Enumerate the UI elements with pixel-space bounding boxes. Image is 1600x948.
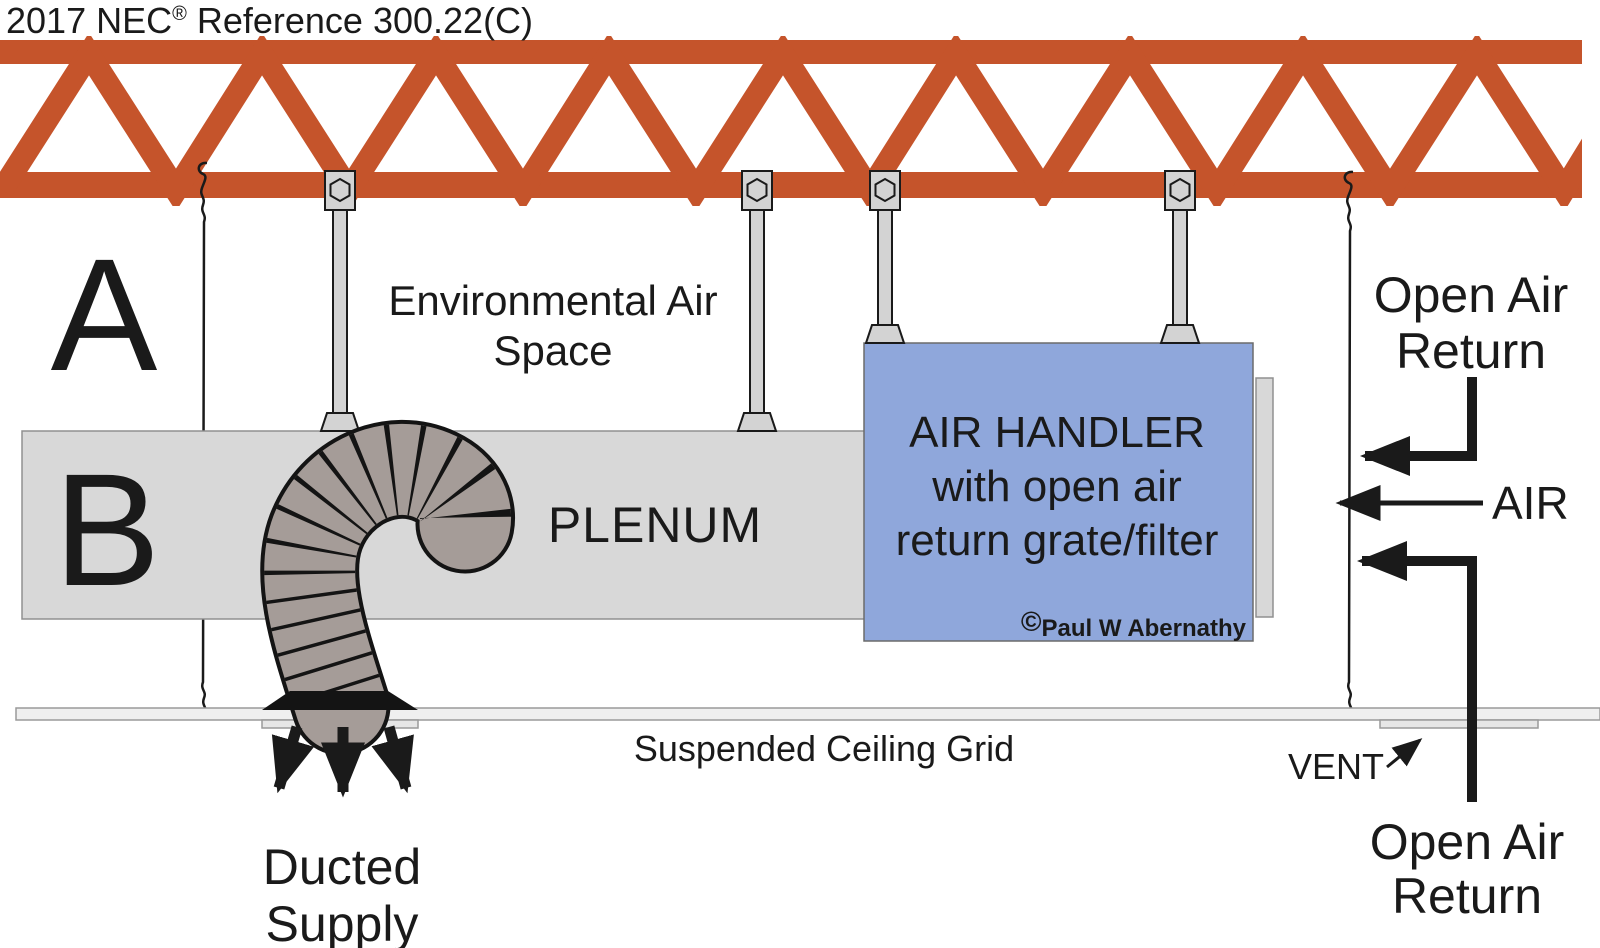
truss-bottom-chord [0, 172, 1582, 198]
duct-diffuser [262, 691, 418, 710]
hanger-rod-1 [319, 170, 361, 432]
hex-bolt-icon [1169, 177, 1191, 203]
flex-duct [260, 419, 515, 756]
plenum-label: PLENUM [548, 497, 762, 553]
hex-bolt-icon [746, 177, 768, 203]
rod [1172, 209, 1188, 326]
open-air-return-bottom-line2: Return [1392, 868, 1542, 924]
truss-web-diagonals [0, 36, 1582, 206]
right-suspension-wire [1341, 170, 1354, 720]
return-grate-filter-strip [1255, 377, 1274, 618]
vent-pointer-arrow [1386, 738, 1423, 769]
open-air-return-top-line2: Return [1396, 323, 1546, 379]
rod-foot [736, 412, 778, 432]
ducted-supply-label-line2: Supply [266, 896, 419, 948]
rod-foot [1159, 324, 1201, 344]
page-title: 2017 NEC® Reference 300.22(C) [6, 0, 533, 41]
hex-bolt-icon [874, 177, 896, 203]
air-handler-label-line2: with open air [931, 462, 1181, 511]
supply-arrow-left [271, 725, 315, 794]
rod [332, 209, 348, 416]
air-handler-label-line3: return grate/filter [896, 516, 1219, 565]
air-handler-label-line1: AIR HANDLER [909, 408, 1205, 457]
suspended-ceiling-bar [15, 707, 1600, 721]
rod [877, 209, 893, 326]
hex-bolt-icon [329, 177, 351, 203]
rod-foot [864, 324, 906, 344]
air-label: AIR [1492, 477, 1569, 529]
ducted-supply-arrows [271, 725, 414, 798]
return-arrow-top [1360, 377, 1477, 476]
suspended-ceiling-grid-label: Suspended Ceiling Grid [634, 728, 1014, 769]
air-handler-box [863, 342, 1254, 642]
environmental-air-space-label-line1: Environmental Air [388, 277, 717, 324]
return-vent-frame [1379, 719, 1539, 729]
environmental-air-space-label-line2: Space [493, 327, 612, 374]
vent-label: VENT [1288, 746, 1384, 787]
open-air-return-bottom-line1: Open Air [1370, 814, 1565, 870]
rod [749, 209, 765, 416]
copyright-credit: ©Paul W Abernathy [1021, 606, 1247, 642]
supply-arrow-right [371, 725, 414, 794]
zone-b-label: B [54, 440, 161, 619]
zone-a-label: A [51, 225, 158, 404]
ceiling-truss [0, 36, 1582, 206]
ducted-supply-label-line1: Ducted [263, 839, 421, 895]
open-air-return-top-line1: Open Air [1374, 267, 1569, 323]
hanger-rod-3 [864, 170, 906, 344]
hanger-rod-2 [736, 170, 778, 432]
rod-foot [319, 412, 361, 432]
duct-body [264, 423, 511, 752]
hanger-rod-4 [1159, 170, 1201, 344]
return-arrow-bottom [1357, 541, 1477, 802]
